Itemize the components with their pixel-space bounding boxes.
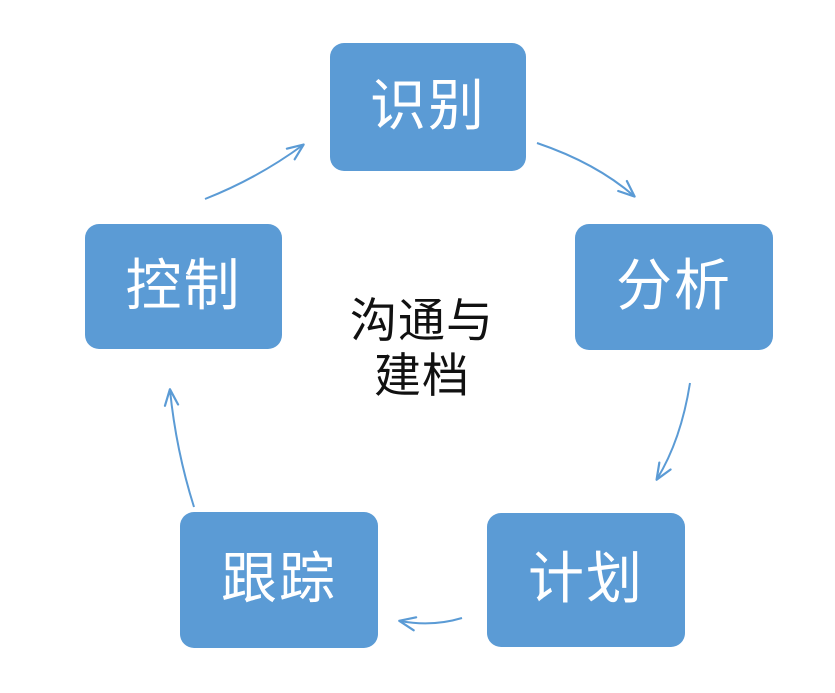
arrow-control-to-identify [204, 143, 305, 200]
node-control[interactable]: 控制 [85, 224, 282, 349]
center-caption-line-2: 建档 [374, 351, 470, 404]
arrow-track-to-control [163, 388, 195, 508]
node-plan[interactable]: 计划 [487, 513, 685, 647]
node-plan-label: 计划 [528, 549, 644, 611]
arrow-identify-to-analyze [536, 142, 636, 198]
center-caption-line-1: 沟通与 [350, 296, 494, 348]
center-caption: 沟通与 建档 [317, 295, 527, 406]
node-control-label: 控制 [125, 255, 242, 318]
arrow-analyze-to-plan [655, 382, 691, 481]
node-identify[interactable]: 识别 [330, 43, 526, 171]
node-track[interactable]: 跟踪 [180, 512, 378, 648]
node-identify-label: 识别 [370, 76, 486, 138]
arrow-plan-to-track [398, 616, 463, 632]
node-analyze[interactable]: 分析 [575, 224, 773, 350]
node-analyze-label: 分析 [616, 256, 732, 318]
node-track-label: 跟踪 [221, 549, 337, 611]
